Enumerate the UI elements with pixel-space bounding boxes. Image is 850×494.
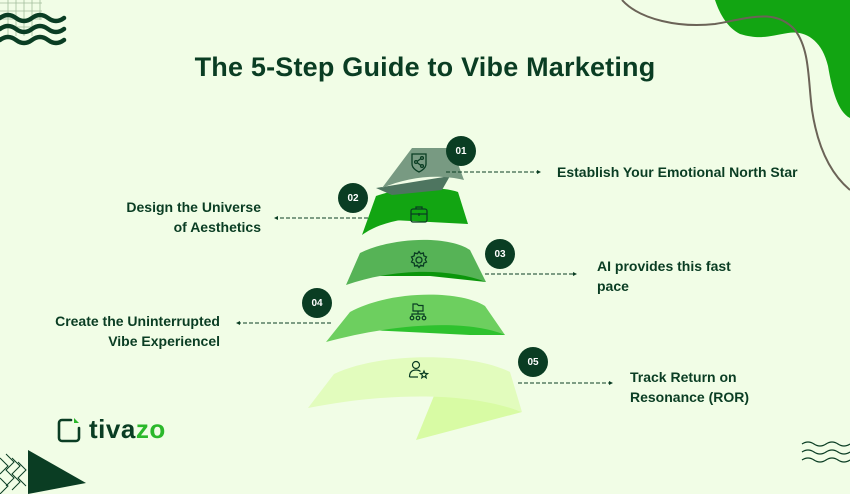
step-03-label-line1: AI provides this fast bbox=[597, 258, 731, 274]
step-05-label-line2: Resonance (ROR) bbox=[630, 389, 750, 405]
step-01-label: Establish Your Emotional North Star bbox=[557, 164, 798, 180]
step-04-label: Create the Uninterrupted Vibe Experience… bbox=[20, 311, 220, 351]
logo-text: tivazo bbox=[89, 414, 166, 445]
logo-icon bbox=[57, 417, 81, 442]
step-02-badge: 02 bbox=[338, 183, 368, 213]
folder-network-icon bbox=[408, 302, 428, 327]
shield-share-icon bbox=[410, 152, 428, 179]
briefcase-icon bbox=[409, 204, 429, 229]
step-04-label-line2: Vibe Experiencel bbox=[108, 333, 220, 349]
step-04-label-line1: Create the Uninterrupted bbox=[55, 313, 220, 329]
top-right-blob-decoration bbox=[600, 0, 850, 200]
bottom-right-wave-decoration bbox=[800, 440, 850, 470]
step-04-badge: 04 bbox=[302, 288, 332, 318]
step-02-label-line1: Design the Universe bbox=[126, 199, 261, 215]
logo-text-accent: zo bbox=[135, 414, 166, 444]
pyramid-diagram bbox=[300, 140, 540, 450]
gear-icon bbox=[409, 250, 429, 275]
bottom-left-triangle-decoration bbox=[0, 450, 90, 494]
top-left-wave-decoration bbox=[0, 0, 75, 50]
step-03-label: AI provides this fast pace bbox=[597, 256, 797, 296]
tivazo-logo: tivazo bbox=[57, 414, 166, 445]
step-03-label-line2: pace bbox=[597, 278, 629, 294]
step-05-label: Track Return on Resonance (ROR) bbox=[630, 367, 830, 407]
step-05-label-line1: Track Return on bbox=[630, 369, 737, 385]
page-title: The 5-Step Guide to Vibe Marketing bbox=[194, 52, 656, 82]
step-01-badge: 01 bbox=[446, 136, 476, 166]
step-02-label: Design the Universe of Aesthetics bbox=[60, 197, 261, 237]
step-05-badge: 05 bbox=[518, 347, 548, 377]
step-03-badge: 03 bbox=[485, 239, 515, 269]
user-star-icon bbox=[408, 360, 430, 385]
logo-text-main: tiva bbox=[89, 414, 136, 444]
step-02-label-line2: of Aesthetics bbox=[173, 219, 261, 235]
